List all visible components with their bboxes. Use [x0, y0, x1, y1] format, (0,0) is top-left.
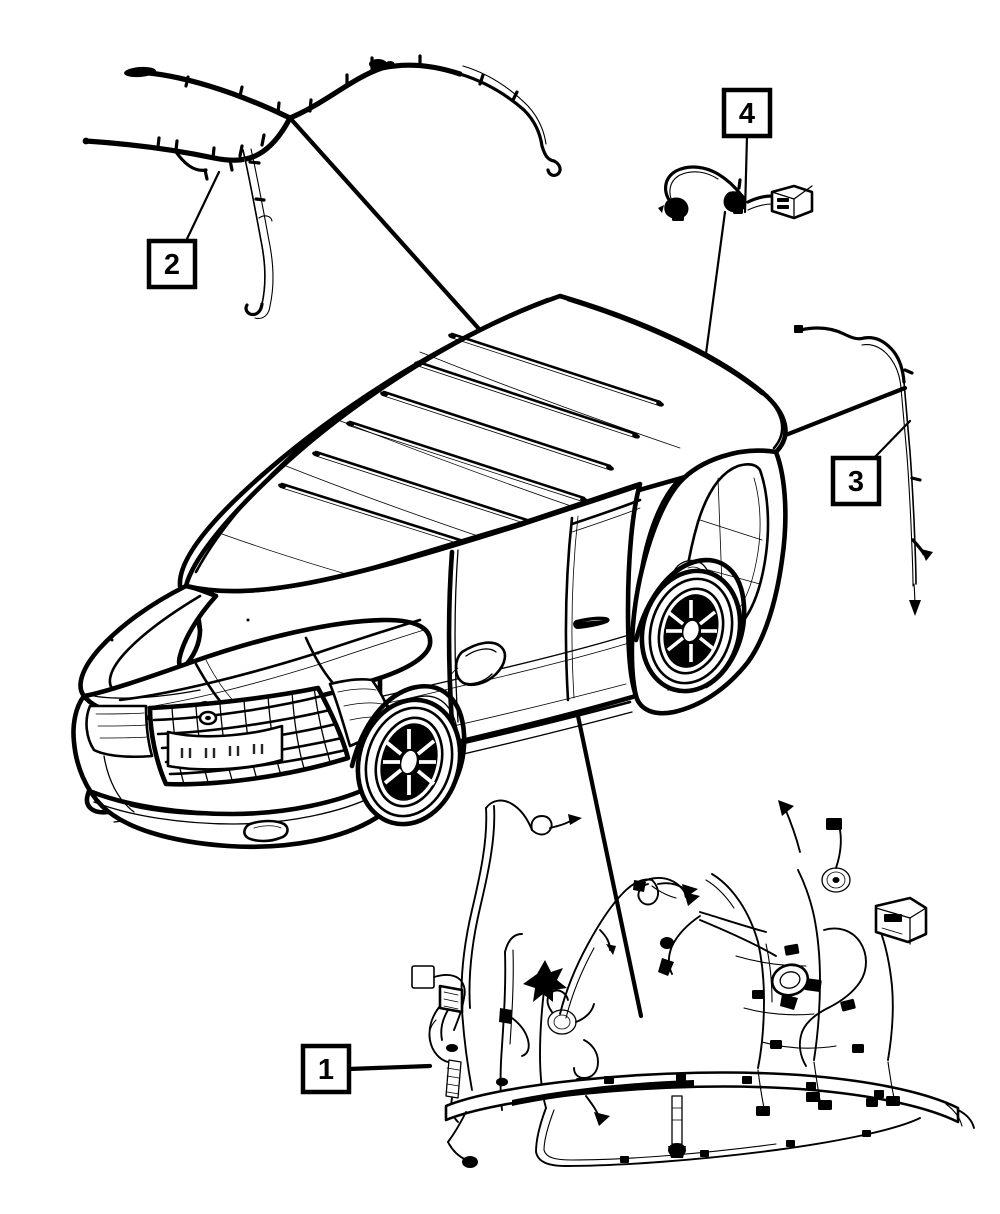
callout-3[interactable]: 3	[830, 419, 912, 507]
harness1-ring-connector	[770, 963, 810, 1010]
harness1-trunk-clips	[604, 1074, 884, 1098]
callout-2[interactable]: 2	[146, 170, 221, 290]
leader-harness-4-to-roof-rear	[701, 210, 727, 378]
front-wheel-area	[349, 684, 467, 827]
rear-wheel	[639, 568, 743, 694]
part-3-door-harness	[794, 325, 933, 616]
side-mirror	[447, 641, 507, 687]
callout-4-box	[721, 87, 773, 139]
callout-4-number: 4	[739, 98, 755, 130]
vehicle-roof	[177, 293, 788, 610]
callout-1-box	[300, 1043, 352, 1095]
harness1-main-trunk	[444, 1071, 960, 1124]
harness1-floating-clip	[633, 876, 700, 906]
harness1-mid-connectors	[752, 943, 878, 1107]
harness1-star-connector	[523, 960, 567, 1002]
callout-3-leader	[872, 419, 912, 460]
vehicle-illustration	[71, 293, 788, 850]
callout-4[interactable]: 4	[721, 87, 773, 214]
harness-2-clips	[156, 54, 519, 181]
callout-3-number: 3	[848, 466, 864, 498]
harness1-center-drop	[668, 1095, 686, 1158]
vehicle-front-upper	[78, 583, 433, 721]
callout-2-box	[146, 238, 198, 290]
jumper-block-connector	[770, 184, 814, 220]
jumper-mid-connector	[723, 178, 747, 214]
harness1-rear-cluster	[658, 800, 928, 1116]
harness1-left-box-connector	[411, 965, 466, 1031]
callout-2-leader	[184, 170, 221, 243]
harness1-tape-wrap-left	[445, 1059, 462, 1099]
callout-1[interactable]: 1	[300, 1043, 433, 1095]
vehicle-front-fascia	[71, 675, 416, 850]
part-2-headliner-harness	[82, 54, 562, 319]
harness1-relay-box	[874, 896, 928, 945]
callout-3-box	[830, 455, 882, 507]
jumper-round-connector	[658, 197, 689, 221]
roof-rack-crossbows	[278, 332, 664, 567]
harness1-coil	[821, 818, 851, 893]
part-4-jumper-harness	[658, 165, 814, 221]
leader-harness-1-to-rocker	[575, 713, 644, 1019]
part-1-body-harness	[411, 799, 975, 1168]
callout-4-leader	[743, 134, 749, 214]
harness1-fuse-block	[438, 984, 464, 1014]
callout-1-number: 1	[318, 1054, 334, 1086]
callouts-group: 2 4 3 1	[146, 87, 912, 1095]
callout-1-leader	[346, 1063, 433, 1072]
callout-2-number: 2	[164, 249, 180, 281]
